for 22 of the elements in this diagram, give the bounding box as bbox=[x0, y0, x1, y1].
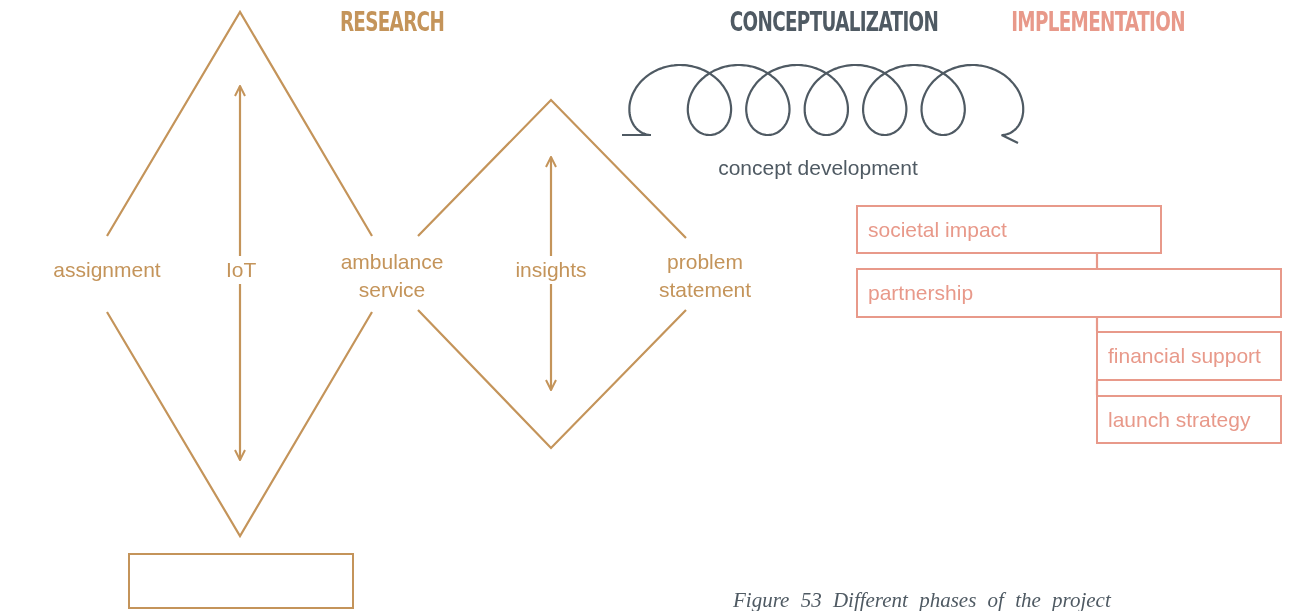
stage-label: concept development bbox=[718, 155, 918, 181]
arrow bbox=[234, 284, 246, 461]
phase-box: societal impact bbox=[856, 205, 1162, 254]
arrow bbox=[234, 85, 246, 256]
phase-heading: RESEARCH bbox=[339, 5, 445, 37]
stage-label: ambulance service bbox=[339, 249, 445, 303]
phase-heading: CONCEPTUALIZATION bbox=[729, 5, 939, 37]
connector-line bbox=[1095, 318, 1099, 331]
connector-line bbox=[1095, 254, 1099, 268]
arrow bbox=[545, 156, 557, 256]
phase-heading: IMPLEMENTATION bbox=[1011, 5, 1185, 37]
stage-label: insights bbox=[508, 256, 594, 284]
connector-line bbox=[1095, 381, 1099, 395]
empty-box bbox=[128, 553, 354, 609]
arrow bbox=[545, 284, 557, 391]
stage-label: IoT bbox=[226, 256, 254, 284]
phase-box: financial support bbox=[1096, 331, 1282, 381]
phase-box: partnership bbox=[856, 268, 1282, 318]
stage-label: assignment bbox=[53, 257, 161, 283]
phase-box: launch strategy bbox=[1096, 395, 1282, 444]
figure-caption: Figure 53 Different phases of the project bbox=[733, 588, 1111, 611]
stage-label: problem statement bbox=[657, 249, 753, 303]
